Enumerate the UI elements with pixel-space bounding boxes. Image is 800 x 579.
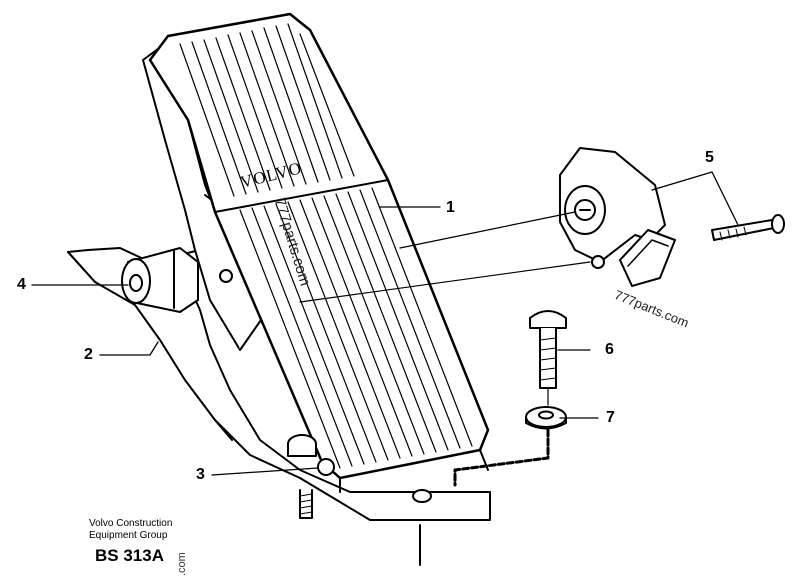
position-sensor: [559, 147, 676, 287]
org-name-line1: Volvo Construction: [89, 518, 173, 529]
hinge-pin: [287, 434, 335, 519]
sensor-screw: [711, 214, 785, 241]
washer: [525, 406, 567, 430]
leader-3: [211, 467, 319, 476]
callout-1: 1: [446, 199, 455, 216]
leader-lines: [31, 171, 739, 476]
axis-lines: [299, 211, 591, 303]
callout-3: 3: [196, 466, 205, 483]
callout-2: 2: [84, 346, 93, 363]
shaft-bushing: [121, 247, 199, 313]
org-name-line2: Equipment Group: [89, 530, 168, 541]
base-hole: [412, 489, 432, 503]
assembly-path: [453, 428, 550, 487]
pedal-pad: [148, 12, 490, 493]
callout-7: 7: [606, 409, 615, 426]
callout-4: 4: [17, 276, 26, 293]
leader-2: [99, 341, 159, 356]
callout-5: 5: [705, 149, 714, 166]
callout-6: 6: [605, 341, 614, 358]
drawing-code: BS 313A: [95, 546, 164, 565]
leader-5: [651, 171, 739, 226]
bolt: [529, 310, 567, 406]
watermark-bottom: .com: [176, 552, 188, 576]
